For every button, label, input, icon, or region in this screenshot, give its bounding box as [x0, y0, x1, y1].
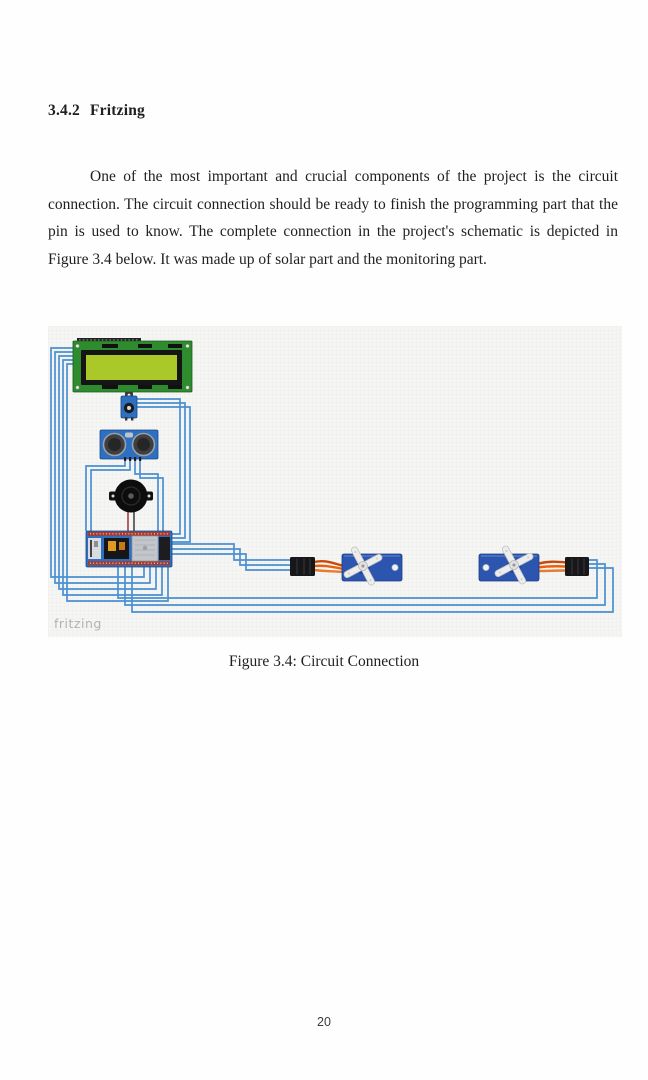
page-number: 20 — [317, 1015, 331, 1029]
section-number: 3.4.2 — [48, 101, 80, 119]
figure-caption: Figure 3.4: Circuit Connection — [228, 653, 420, 670]
ultrasonic-pins — [124, 457, 142, 461]
body-paragraph: One of the most important and crucial co… — [48, 168, 618, 268]
servo-horn-right — [494, 545, 534, 585]
esp32-board — [85, 530, 173, 568]
servo-connector-right — [565, 557, 589, 576]
lcd-display — [72, 338, 193, 393]
fritzing-watermark: fritzing — [54, 616, 102, 631]
section-heading: 3.4.2 Fritzing — [48, 102, 145, 120]
wire-net — [50, 347, 614, 613]
lcd-solder-pads — [102, 344, 182, 389]
potentiometer — [120, 392, 138, 421]
servo-connector-left — [290, 557, 315, 576]
micro-servo-left — [290, 546, 403, 586]
servo-cable-left — [313, 559, 345, 574]
lcd-mount-holes — [75, 344, 190, 390]
lcd-screen — [86, 355, 177, 380]
fritzing-diagram-image: fritzing — [48, 326, 622, 637]
servo-horn-left — [343, 546, 383, 586]
ultrasonic-sensor — [99, 429, 159, 461]
servo-cable-right — [536, 560, 567, 573]
fritzing-canvas: fritzing — [48, 326, 622, 637]
section-title: Fritzing — [90, 101, 145, 119]
micro-servo-right — [478, 545, 589, 585]
buzzer-leads — [127, 512, 135, 531]
buzzer — [109, 479, 153, 513]
